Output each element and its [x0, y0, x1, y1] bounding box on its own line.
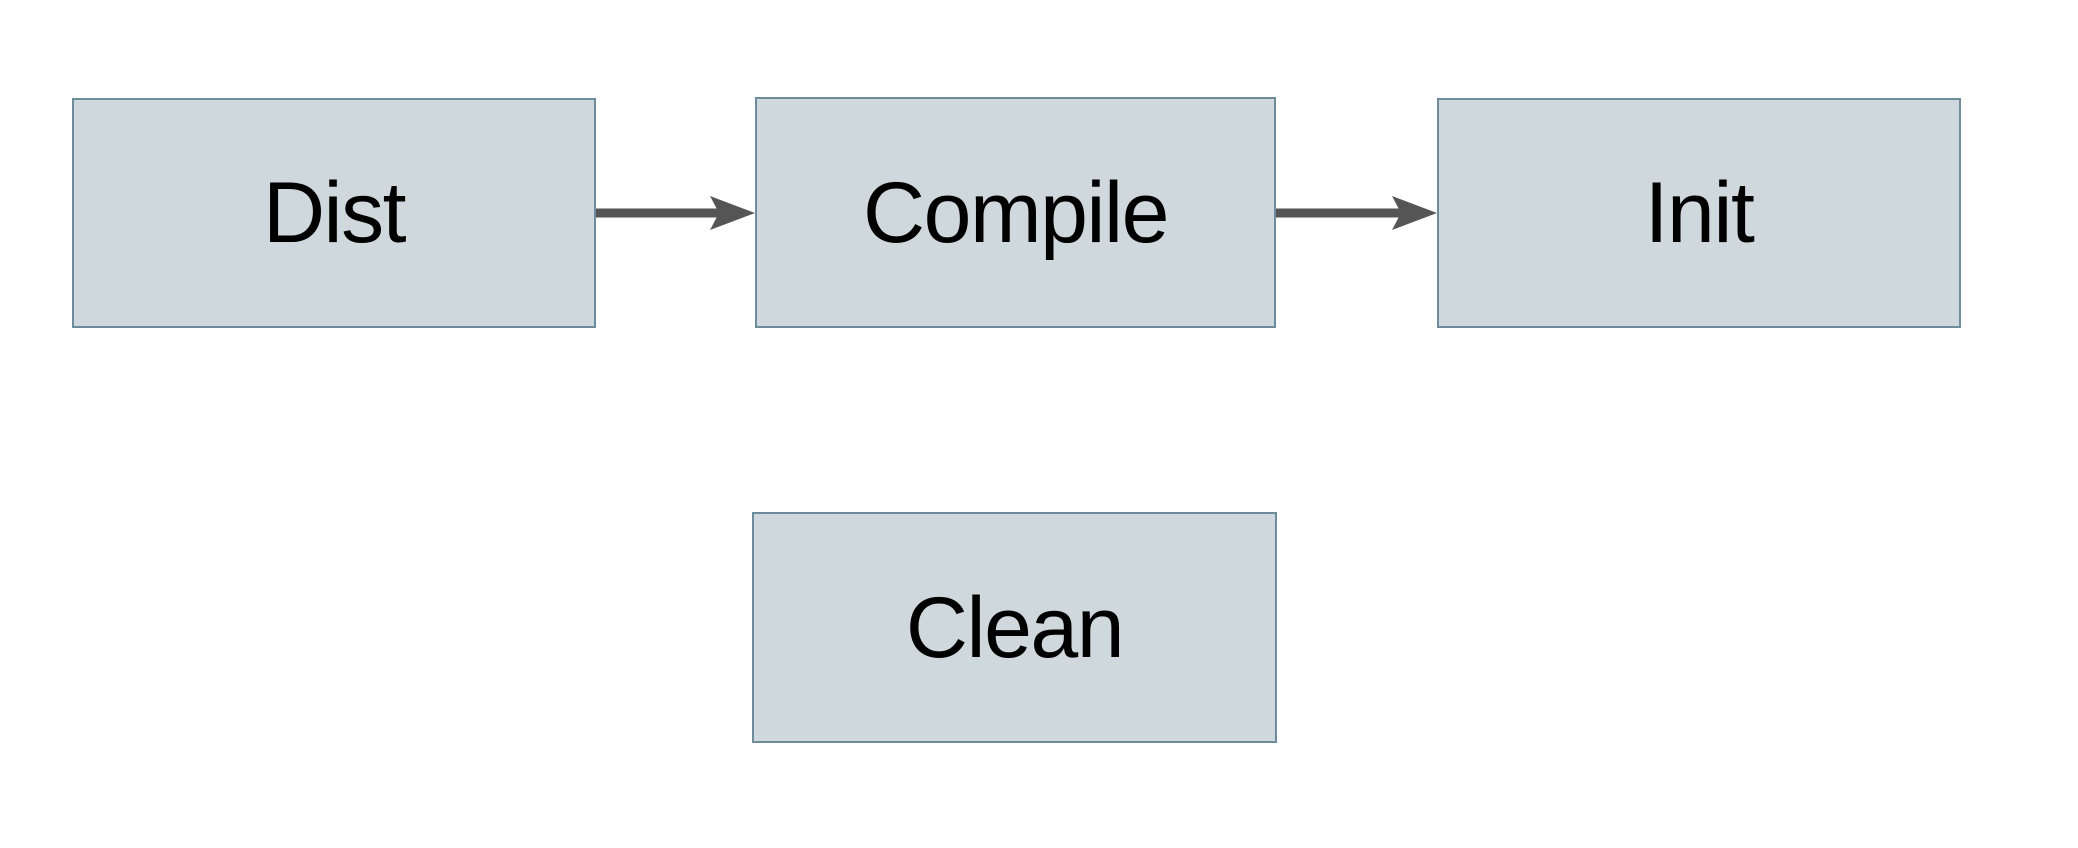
- node-clean[interactable]: Clean: [752, 512, 1277, 743]
- node-init[interactable]: Init: [1437, 98, 1961, 328]
- node-label: Init: [1644, 165, 1755, 261]
- node-compile[interactable]: Compile: [755, 97, 1276, 328]
- node-dist[interactable]: Dist: [72, 98, 596, 328]
- node-label: Compile: [863, 164, 1169, 261]
- node-label: Clean: [905, 579, 1125, 676]
- arrowhead-icon: [710, 196, 755, 230]
- edge-compile-to-init[interactable]: [1276, 196, 1437, 230]
- edge-dist-to-compile[interactable]: [596, 196, 755, 230]
- node-label: Dist: [262, 165, 407, 261]
- arrowhead-icon: [1392, 196, 1437, 230]
